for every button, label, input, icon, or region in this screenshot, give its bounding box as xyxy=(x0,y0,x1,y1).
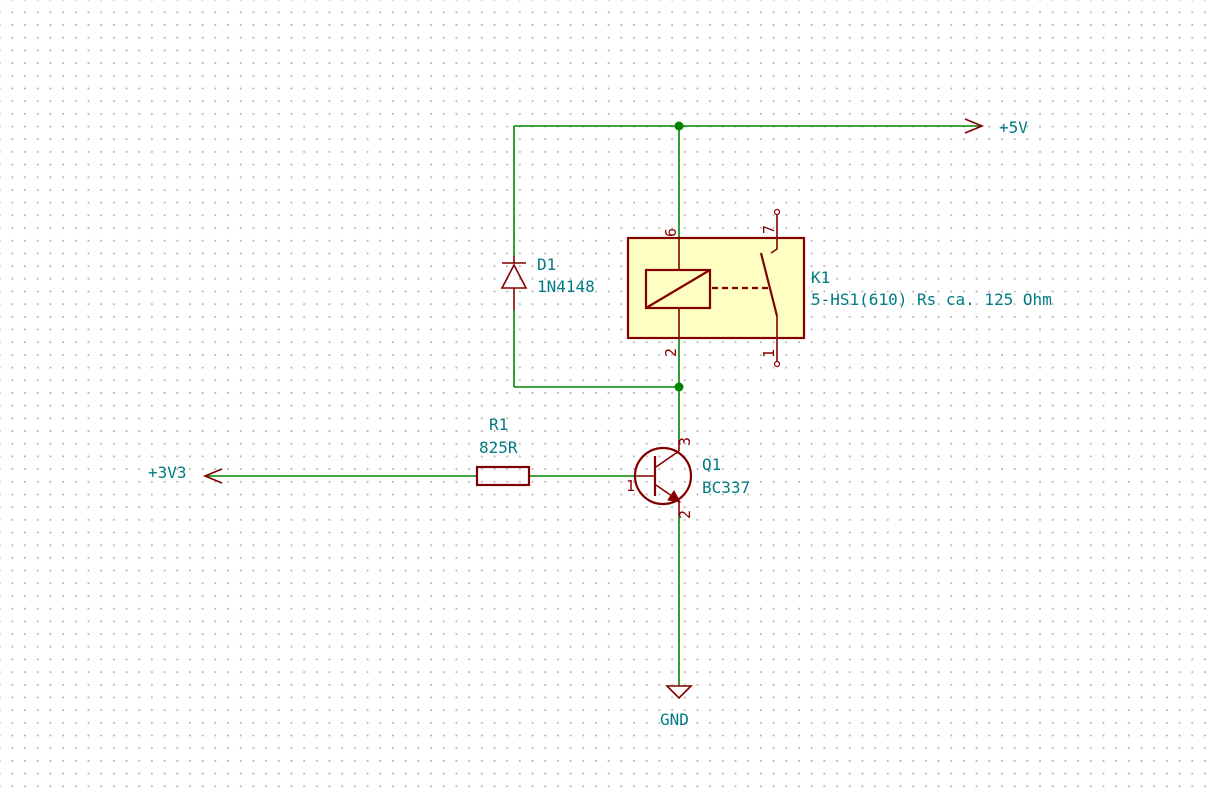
transistor-value: BC337 xyxy=(702,478,750,497)
resistor-body-icon xyxy=(475,465,531,487)
transistor-emitter-arrow-icon xyxy=(667,490,681,503)
resistor-value: 825R xyxy=(479,438,518,457)
junction-collector xyxy=(674,382,684,392)
vcc-arrow-icon xyxy=(964,118,985,134)
transistor-collector-line xyxy=(655,450,680,468)
transistor-q1[interactable]: 1 3 2 Q1 BC337 xyxy=(626,437,750,519)
diode-ref: D1 xyxy=(537,255,556,274)
transistor-pin-base: 1 xyxy=(626,477,635,495)
transistor-pin-emitter: 2 xyxy=(676,510,694,519)
relay-coil-icon xyxy=(644,268,712,310)
power-port-ground[interactable]: GND xyxy=(660,685,693,729)
input-label: +3V3 xyxy=(148,463,187,482)
power-port-input[interactable]: +3V3 xyxy=(148,463,223,484)
wires xyxy=(205,125,982,686)
power-port-vcc[interactable]: +5V xyxy=(964,118,1028,137)
relay-pin-2: 2 xyxy=(662,348,680,357)
vcc-label: +5V xyxy=(999,118,1028,137)
relay-value: 5-HS1(610) Rs ca. 125 Ohm xyxy=(811,290,1052,309)
junction-vcc xyxy=(674,121,684,131)
resistor-ref: R1 xyxy=(489,415,508,434)
relay-pin-1: 1 xyxy=(760,349,778,358)
relay-terminal-1 xyxy=(773,360,781,368)
relay-terminal-7 xyxy=(773,208,781,216)
relay-k1[interactable]: 6 2 7 1 K1 5-HS1(610) Rs ca. 125 Ohm xyxy=(626,208,1052,368)
diode-value: 1N4148 xyxy=(537,277,595,296)
diode-d1[interactable]: D1 1N4148 xyxy=(500,255,595,310)
transistor-ref: Q1 xyxy=(702,455,721,474)
ground-label: GND xyxy=(660,710,689,729)
relay-pin-7: 7 xyxy=(760,225,778,234)
relay-coil-diagonal xyxy=(645,269,711,309)
ground-icon xyxy=(665,685,693,700)
relay-switch-icon xyxy=(759,252,779,317)
diode-triangle-icon xyxy=(500,263,528,289)
relay-ref: K1 xyxy=(811,268,830,287)
transistor-pin-collector: 3 xyxy=(676,437,694,446)
input-arrow-icon xyxy=(202,468,223,484)
relay-pin-6: 6 xyxy=(662,228,680,237)
resistor-r1[interactable]: R1 825R xyxy=(475,415,531,487)
transistor-circle-icon xyxy=(633,446,693,506)
relay-contact-lead-top xyxy=(770,213,778,254)
